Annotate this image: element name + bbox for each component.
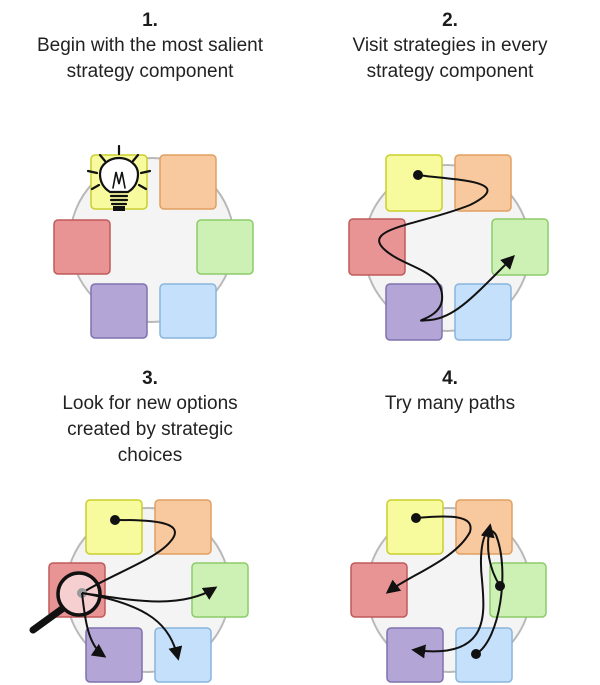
component-red (350, 562, 408, 618)
panel-4-caption: 4. Try many paths (300, 368, 600, 416)
step-line: strategy component (66, 61, 234, 82)
component-blue (159, 283, 217, 339)
component-red (348, 218, 406, 276)
component-orange (454, 154, 512, 212)
component-purple (85, 627, 143, 683)
component-green (489, 562, 547, 618)
strategy-path (378, 174, 515, 322)
diagram-4 (350, 499, 547, 683)
component-purple (90, 283, 148, 339)
step-line: Look for new options (62, 393, 238, 414)
step-line: choices (117, 445, 183, 466)
strategy-path (385, 515, 472, 594)
lightbulb-icon (86, 144, 152, 211)
component-purple (385, 283, 443, 341)
component-purple (386, 627, 444, 683)
step-number: 4. (442, 368, 458, 389)
component-green (196, 219, 254, 275)
step-number: 1. (142, 10, 158, 31)
component-orange (159, 154, 217, 210)
component-blue (454, 283, 512, 341)
component-yellow (85, 499, 143, 555)
step-number: 3. (142, 368, 158, 389)
panel-2-caption: 2. Visit strategies in every strategy co… (300, 10, 600, 84)
step-line: Visit strategies in every (352, 35, 548, 56)
branch-path (81, 592, 183, 661)
component-green (491, 218, 549, 276)
component-orange (455, 499, 513, 555)
panel-3-caption: 3. Look for new options created by strat… (0, 368, 300, 468)
diagram-1 (53, 144, 254, 339)
step-line: strategy component (366, 61, 534, 82)
step-line: Try many paths (384, 393, 516, 414)
component-orange (154, 499, 212, 555)
step-line: created by strategic (67, 419, 233, 440)
component-blue (154, 627, 212, 683)
strategy-path (480, 523, 501, 587)
strategy-path (81, 519, 176, 594)
component-green (191, 562, 249, 618)
component-yellow (386, 499, 444, 555)
branch-path (81, 592, 107, 658)
diagram-3 (29, 499, 249, 683)
component-red (53, 219, 111, 275)
strategy-path (411, 529, 504, 659)
diagram-2 (348, 154, 549, 341)
panel-1-caption: 1. Begin with the most salient strategy … (0, 10, 300, 84)
component-blue (455, 627, 513, 683)
step-line: Begin with the most salient (36, 35, 263, 56)
step-number: 2. (442, 10, 458, 31)
component-yellow (385, 154, 443, 212)
